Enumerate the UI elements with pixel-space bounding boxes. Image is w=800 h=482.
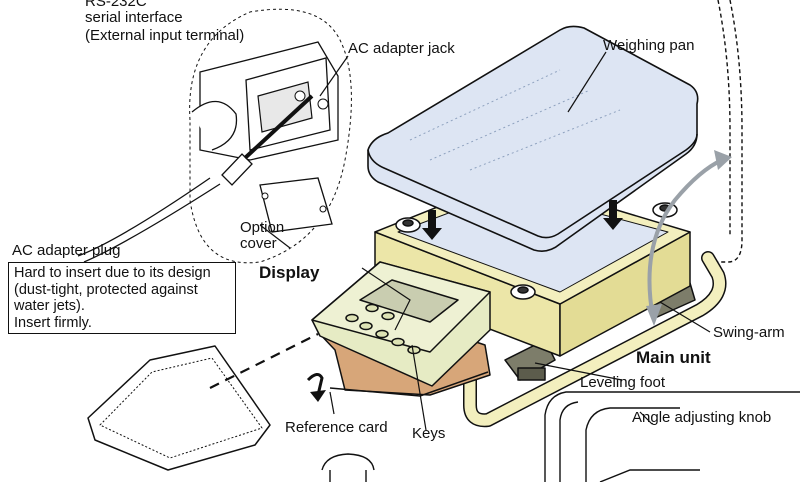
pan-down-arrows bbox=[422, 200, 623, 240]
label-weighing-pan: Weighing pan bbox=[603, 37, 694, 54]
label-rs232c-line2: serial interface bbox=[85, 9, 183, 26]
note-line: Insert firmly. bbox=[14, 314, 92, 331]
keys bbox=[345, 303, 421, 355]
swing-rotation-arrow bbox=[646, 150, 732, 326]
ac-plug-cable bbox=[77, 177, 221, 263]
leader-lines bbox=[259, 51, 711, 431]
stand-frame bbox=[544, 0, 800, 482]
ac-plug-note: Hard to insert due to its design (dust-t… bbox=[8, 262, 236, 334]
label-angle-adjusting-knob: Angle adjusting knob bbox=[632, 409, 771, 426]
display-unit bbox=[311, 261, 491, 397]
label-main-unit: Main unit bbox=[636, 348, 711, 367]
label-option-line2: cover bbox=[240, 235, 277, 252]
label-option-line1: Option bbox=[240, 219, 284, 236]
label-swing-arm: Swing-arm bbox=[713, 324, 785, 341]
clip-part bbox=[321, 453, 375, 482]
note-line: Hard to insert due to its design bbox=[14, 265, 211, 281]
weighing-pan bbox=[367, 25, 699, 252]
label-ac-adapter-plug: AC adapter plug bbox=[12, 242, 120, 259]
rear-connector-detail bbox=[189, 8, 352, 264]
label-display: Display bbox=[259, 263, 320, 282]
label-reference-card: Reference card bbox=[285, 419, 388, 436]
swing-arm bbox=[463, 251, 727, 428]
label-leveling-foot: Leveling foot bbox=[580, 374, 666, 391]
note-line: water jets). bbox=[14, 298, 85, 314]
label-keys: Keys bbox=[412, 425, 445, 442]
label-rs232c-line3: (External input terminal) bbox=[85, 27, 244, 44]
note-line: (dust-tight, protected against bbox=[14, 281, 198, 298]
reference-card bbox=[87, 345, 271, 471]
label-rs232c-line1: RS-232C bbox=[85, 0, 147, 10]
label-ac-adapter-jack: AC adapter jack bbox=[348, 40, 455, 57]
card-dashed-link bbox=[209, 333, 326, 402]
